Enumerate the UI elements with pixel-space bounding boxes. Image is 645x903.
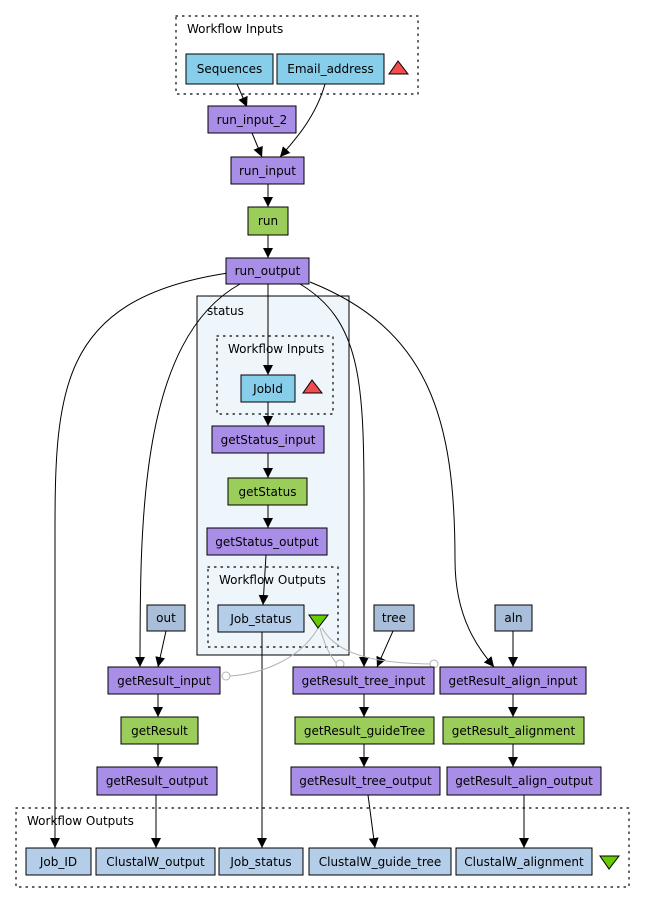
node-aln[interactable]: aln [494, 604, 533, 632]
node-getresult-align-input-label: getResult_align_input [449, 674, 578, 688]
warning-triangle-icon [388, 60, 410, 75]
node-getresult-tree-output-label: getResult_tree_output [299, 774, 432, 788]
bottom-outputs-cluster: Workflow Outputs [15, 807, 630, 888]
status-cluster: status Workflow Inputs Workflow Outputs [196, 295, 350, 656]
control-link-getresult-input-icon [221, 671, 231, 681]
node-job-status-inner[interactable]: Job_status [217, 604, 305, 633]
top-inputs-cluster: Workflow Inputs [175, 15, 419, 95]
node-aln-label: aln [504, 611, 522, 625]
node-jobid-label: JobId [252, 382, 283, 396]
edge-sequences-run-input-2 [236, 83, 248, 108]
control-edge-tree-input [319, 627, 338, 665]
node-getresult-alignment-label: getResult_alignment [452, 724, 576, 738]
node-clustalw-guide-tree-label: ClustalW_guide_tree [319, 855, 442, 869]
edge-getstatus-output-job-status [258, 554, 269, 606]
edge-tree-output-guide-tree [367, 794, 379, 849]
node-getstatus-output[interactable]: getStatus_output [206, 527, 328, 556]
status-cluster-title: status [207, 304, 244, 318]
node-clustalw-alignment[interactable]: ClustalW_alignment [455, 847, 593, 876]
edge-run-input-2-run-input [251, 132, 263, 158]
node-run-input[interactable]: run_input [230, 156, 305, 185]
edge-email-run-input [279, 83, 326, 158]
node-getresult-input[interactable]: getResult_input [107, 666, 221, 695]
output-triangle-icon [308, 614, 330, 629]
edge-run-output-getresult-input [135, 283, 241, 668]
edge-run-output-job-id [50, 272, 229, 848]
node-getresult-alignment[interactable]: getResult_alignment [442, 716, 585, 745]
node-getresult-guidetree-label: getResult_guideTree [304, 724, 425, 738]
nodes: Sequences Email_address run_input_2 run_… [25, 53, 602, 876]
edge-run-output-tree-input [299, 283, 369, 667]
node-getresult-guidetree[interactable]: getResult_guideTree [294, 716, 435, 745]
nested-outputs-label: Workflow Outputs [219, 573, 326, 587]
node-out[interactable]: out [146, 604, 186, 632]
node-getresult-align-output[interactable]: getResult_align_output [446, 766, 602, 796]
node-clustalw-output-label: ClustalW_output [106, 855, 205, 869]
node-run-input-2[interactable]: run_input_2 [207, 105, 297, 134]
edge-out-getresult-input [155, 630, 167, 668]
edges [50, 83, 529, 849]
node-tree-label: tree [382, 611, 406, 625]
warning-triangle-icon [302, 379, 324, 394]
edge-tree-tree-input [376, 630, 394, 668]
node-run[interactable]: run [247, 206, 289, 236]
node-sequences-label: Sequences [197, 62, 262, 76]
node-clustalw-alignment-label: ClustalW_alignment [464, 855, 584, 869]
node-getresult-align-output-label: getResult_align_output [455, 774, 593, 788]
node-getresult[interactable]: getResult [120, 716, 199, 745]
node-out-label: out [156, 611, 176, 625]
top-inputs-label: Workflow Inputs [187, 22, 283, 36]
node-getresult-output[interactable]: getResult_output [96, 766, 218, 796]
node-run-output-label: run_output [235, 264, 301, 278]
nested-inputs-label: Workflow Inputs [228, 342, 324, 356]
node-run-input-label: run_input [239, 164, 296, 178]
node-job-status-label: Job_status [229, 855, 291, 869]
node-clustalw-guide-tree[interactable]: ClustalW_guide_tree [308, 847, 452, 876]
node-jobid[interactable]: JobId [240, 374, 296, 403]
nested-inputs-cluster [216, 335, 334, 415]
node-getstatus-input[interactable]: getStatus_input [211, 425, 325, 454]
edge-run-output-align-input [309, 281, 495, 668]
node-getstatus-output-label: getStatus_output [215, 535, 319, 549]
node-clustalw-output[interactable]: ClustalW_output [95, 847, 216, 876]
node-getresult-tree-output[interactable]: getResult_tree_output [290, 766, 441, 796]
control-edge-align-input [321, 627, 431, 665]
node-getresult-label: getResult [131, 724, 188, 738]
bottom-outputs-label: Workflow Outputs [27, 814, 134, 828]
node-getresult-input-label: getResult_input [117, 674, 211, 688]
node-sequences[interactable]: Sequences [185, 53, 274, 85]
node-email-address-label: Email_address [287, 62, 373, 76]
node-getresult-align-input[interactable]: getResult_align_input [439, 666, 587, 695]
node-job-status-inner-label: Job_status [229, 612, 291, 626]
node-getstatus[interactable]: getStatus [227, 477, 308, 506]
node-run-input-2-label: run_input_2 [217, 113, 288, 127]
node-getstatus-input-label: getStatus_input [221, 433, 316, 447]
output-triangle-icon [599, 855, 621, 870]
nested-outputs-cluster [207, 566, 339, 648]
control-edge-getresult-input [229, 627, 319, 677]
node-getresult-tree-input-label: getResult_tree_input [302, 674, 426, 688]
node-getstatus-label: getStatus [239, 485, 297, 499]
node-tree[interactable]: tree [373, 604, 415, 632]
node-email-address[interactable]: Email_address [276, 53, 385, 85]
node-job-id[interactable]: Job_ID [25, 847, 92, 876]
node-run-output[interactable]: run_output [225, 257, 310, 285]
node-job-status[interactable]: Job_status [218, 847, 304, 876]
node-job-id-label: Job_ID [39, 855, 77, 869]
node-run-label: run [258, 214, 278, 228]
node-getresult-tree-input[interactable]: getResult_tree_input [292, 666, 435, 695]
node-getresult-output-label: getResult_output [106, 774, 209, 788]
